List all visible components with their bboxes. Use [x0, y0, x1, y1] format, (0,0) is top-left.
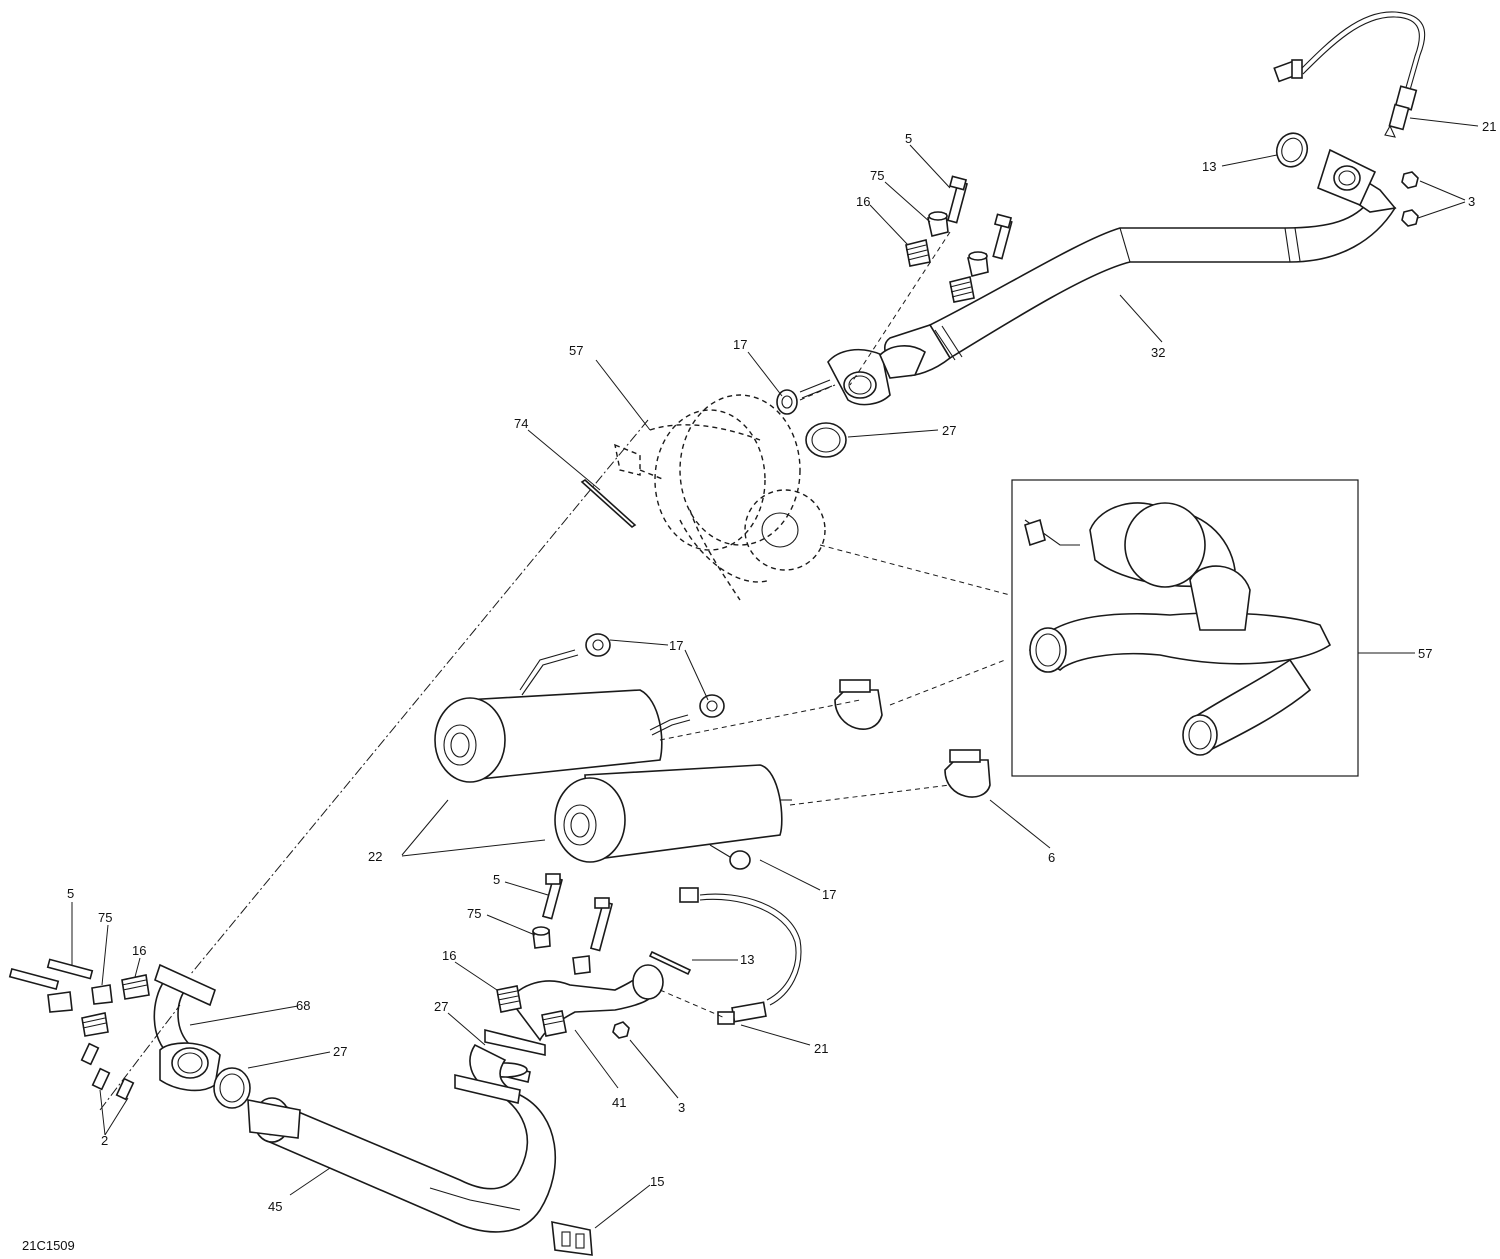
centerline-pin	[799, 384, 836, 401]
gasket-13-upper	[1275, 132, 1309, 168]
pipe-68	[153, 963, 221, 1092]
callout-16-lower: 16	[442, 948, 456, 963]
centerline-left	[99, 1004, 181, 1111]
spring-cup-75-upper	[927, 211, 989, 277]
callout-75-left: 75	[98, 910, 112, 925]
nut-3-upper	[1401, 171, 1419, 227]
gasket-27-upper	[805, 422, 847, 458]
detail-inset	[1011, 479, 1359, 777]
centerline-main	[189, 419, 649, 976]
callout-5-lower: 5	[493, 872, 500, 887]
callout-2: 2	[101, 1133, 108, 1148]
stud-5-lower	[541, 873, 614, 952]
muffler-22-lower	[554, 764, 792, 863]
callout-5-left: 5	[67, 886, 74, 901]
oxygen-sensor-lower	[679, 887, 802, 1025]
spring-16-upper	[905, 239, 975, 303]
centerline-lower-right	[659, 989, 726, 1019]
callout-3-upper: 3	[1468, 194, 1475, 209]
callout-75-upper: 75	[870, 168, 884, 183]
callout-6: 6	[1048, 850, 1055, 865]
callout-13-lower: 13	[740, 952, 754, 967]
gasket-27-lower-left	[213, 1067, 251, 1109]
pipe-45	[247, 1043, 557, 1233]
callout-74: 74	[514, 416, 528, 431]
callout-17-mid: 17	[669, 638, 683, 653]
hanger-15	[551, 1220, 593, 1256]
callout-21-upper: 21	[1482, 119, 1496, 134]
callout-41: 41	[612, 1095, 626, 1110]
bushing-17-mid	[585, 633, 751, 870]
inset-connector-2	[659, 659, 1006, 741]
oxygen-sensor-upper	[1273, 11, 1426, 138]
clamp-6	[834, 679, 991, 798]
callout-16-left: 16	[132, 943, 146, 958]
gasket-13-lower	[648, 950, 692, 976]
callout-32: 32	[1151, 345, 1165, 360]
callout-57-inset: 57	[1418, 646, 1432, 661]
header-flange-lower	[827, 345, 927, 406]
callout-5-upper: 5	[905, 131, 912, 146]
callout-27-left: 27	[333, 1044, 347, 1059]
callout-57-ghost: 57	[569, 343, 583, 358]
centerline-upper-studs	[849, 231, 951, 386]
callout-45: 45	[268, 1199, 282, 1214]
callout-75-lower: 75	[467, 906, 481, 921]
nut-3-lower	[612, 1021, 630, 1039]
spring-cup-75-lower	[532, 926, 591, 975]
callout-27-upper: 27	[942, 423, 956, 438]
figure-reference-code: 21C1509	[22, 1238, 75, 1253]
bolts-left	[8, 958, 150, 1101]
bushing-17-upper	[776, 379, 833, 415]
callout-22: 22	[368, 849, 382, 864]
inset-connector-3	[789, 784, 951, 806]
header-pipe-41	[477, 964, 664, 1083]
callout-15: 15	[650, 1174, 664, 1189]
muffler-22-upper	[434, 649, 691, 783]
spring-16-lower	[496, 985, 567, 1037]
muffler-ghost-57	[614, 394, 826, 601]
callout-labels: 21 13 3 5 75 16 32 17 57 74 27 57 17 22 …	[67, 119, 1496, 1214]
callout-13-upper: 13	[1202, 159, 1216, 174]
callout-21-lower: 21	[814, 1041, 828, 1056]
callout-68: 68	[296, 998, 310, 1013]
stud-5-upper	[946, 175, 1013, 260]
callout-17-upper: 17	[733, 337, 747, 352]
heat-shield-74	[580, 478, 637, 529]
leader-lines	[71, 117, 1479, 1229]
callout-17-lower: 17	[822, 887, 836, 902]
callout-27-lower: 27	[434, 999, 448, 1014]
callout-3-lower: 3	[678, 1100, 685, 1115]
inset-connector-1	[819, 544, 1011, 596]
callout-16-upper: 16	[856, 194, 870, 209]
